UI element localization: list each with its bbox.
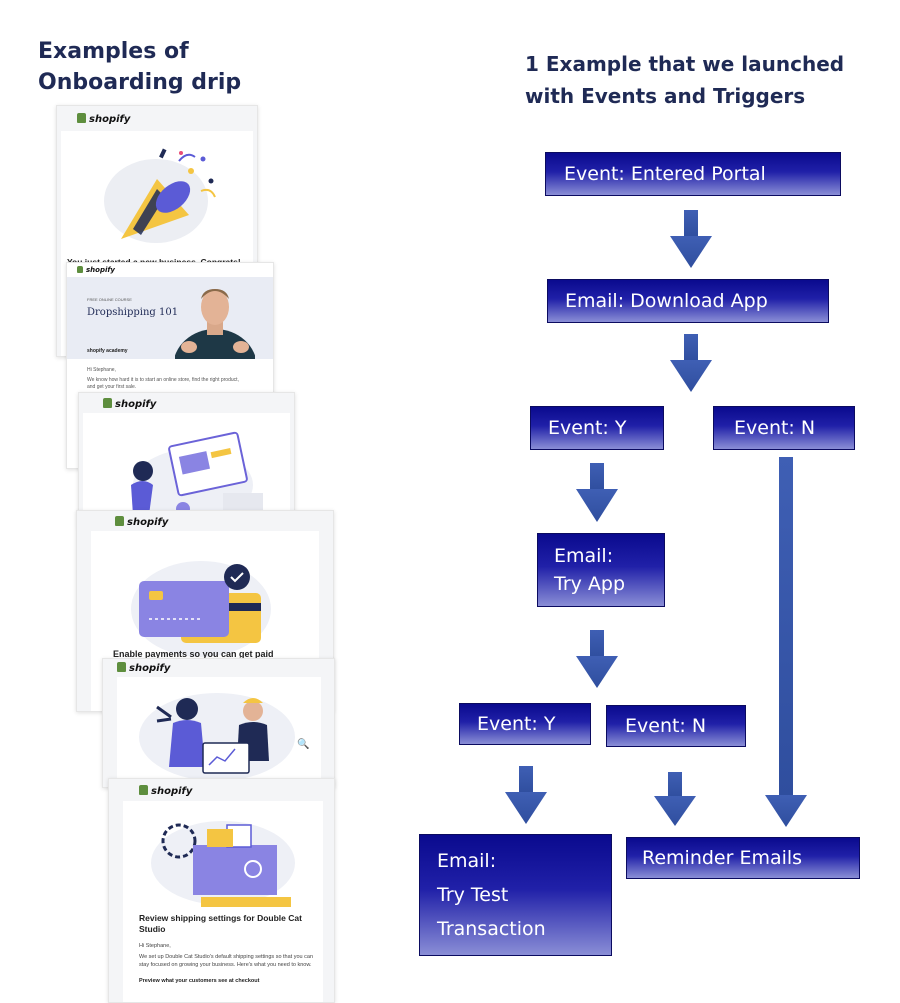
team-illustration: 🔍 [139, 693, 309, 781]
storefront-illustration [131, 431, 263, 521]
shopify-logo: shopify [115, 516, 168, 528]
node-event-n-2: Event: N [606, 705, 746, 747]
body-text: We set up Double Cat Studio's default sh… [139, 954, 313, 968]
arrow-try-app-to-event-y2 [576, 630, 618, 688]
shopify-logo: shopify [103, 398, 156, 410]
arrow-event-y2-to-try-test [505, 766, 547, 824]
arrow-entered-to-download [670, 210, 712, 268]
arrow-event-n1-to-reminder [765, 457, 807, 827]
party-popper-illustration [104, 148, 216, 243]
shopify-logo: shopify [139, 785, 192, 797]
greeting: Hi Stephane, [139, 943, 171, 949]
shopify-logo: shopify [77, 266, 115, 274]
email-thumbnail-shipping: shopify Review shipping settings for Dou… [108, 778, 335, 1003]
left-title: Examples of Onboarding drip [38, 39, 242, 95]
arrow-event-n2-to-reminder [654, 772, 696, 826]
email-headline: Review shipping settings for Double Cat … [139, 913, 302, 934]
node-email-download-app: Email: Download App [547, 279, 829, 323]
academy-logo: shopify academy [87, 348, 128, 354]
shopify-logo: shopify [117, 662, 170, 674]
svg-text:🔍: 🔍 [297, 737, 309, 750]
presenter-photo [175, 289, 255, 359]
email-thumbnail-team: shopify 🔍 [102, 658, 335, 788]
node-event-y-2: Event: Y [459, 703, 591, 745]
node-event-y-1: Event: Y [530, 406, 664, 450]
course-title: Dropshipping 101 [87, 307, 179, 318]
shipping-illustration [151, 821, 295, 907]
email-headline: Enable payments so you can get paid [113, 649, 274, 659]
right-title: 1 Example that we launched with Events a… [525, 52, 845, 108]
shopify-logo: shopify [77, 113, 130, 125]
node-reminder-emails: Reminder Emails [626, 837, 860, 879]
node-email-try-app: Email:Try App [537, 533, 665, 607]
node-event-entered-portal: Event: Entered Portal [545, 152, 841, 196]
arrow-download-to-event-y [670, 334, 712, 392]
arrow-event-y-to-try-app [576, 463, 618, 522]
course-tag: FREE ONLINE COURSE [87, 297, 132, 302]
email-thumbnail-store-setup: shopify [78, 392, 295, 529]
body-text: We know how hard it is to start an onlin… [87, 377, 239, 390]
node-event-n-1: Event: N [713, 406, 855, 450]
credit-card-illustration [131, 561, 271, 657]
subheading: Preview what your customers see at check… [139, 978, 260, 984]
greeting: Hi Stephane, [87, 367, 116, 373]
